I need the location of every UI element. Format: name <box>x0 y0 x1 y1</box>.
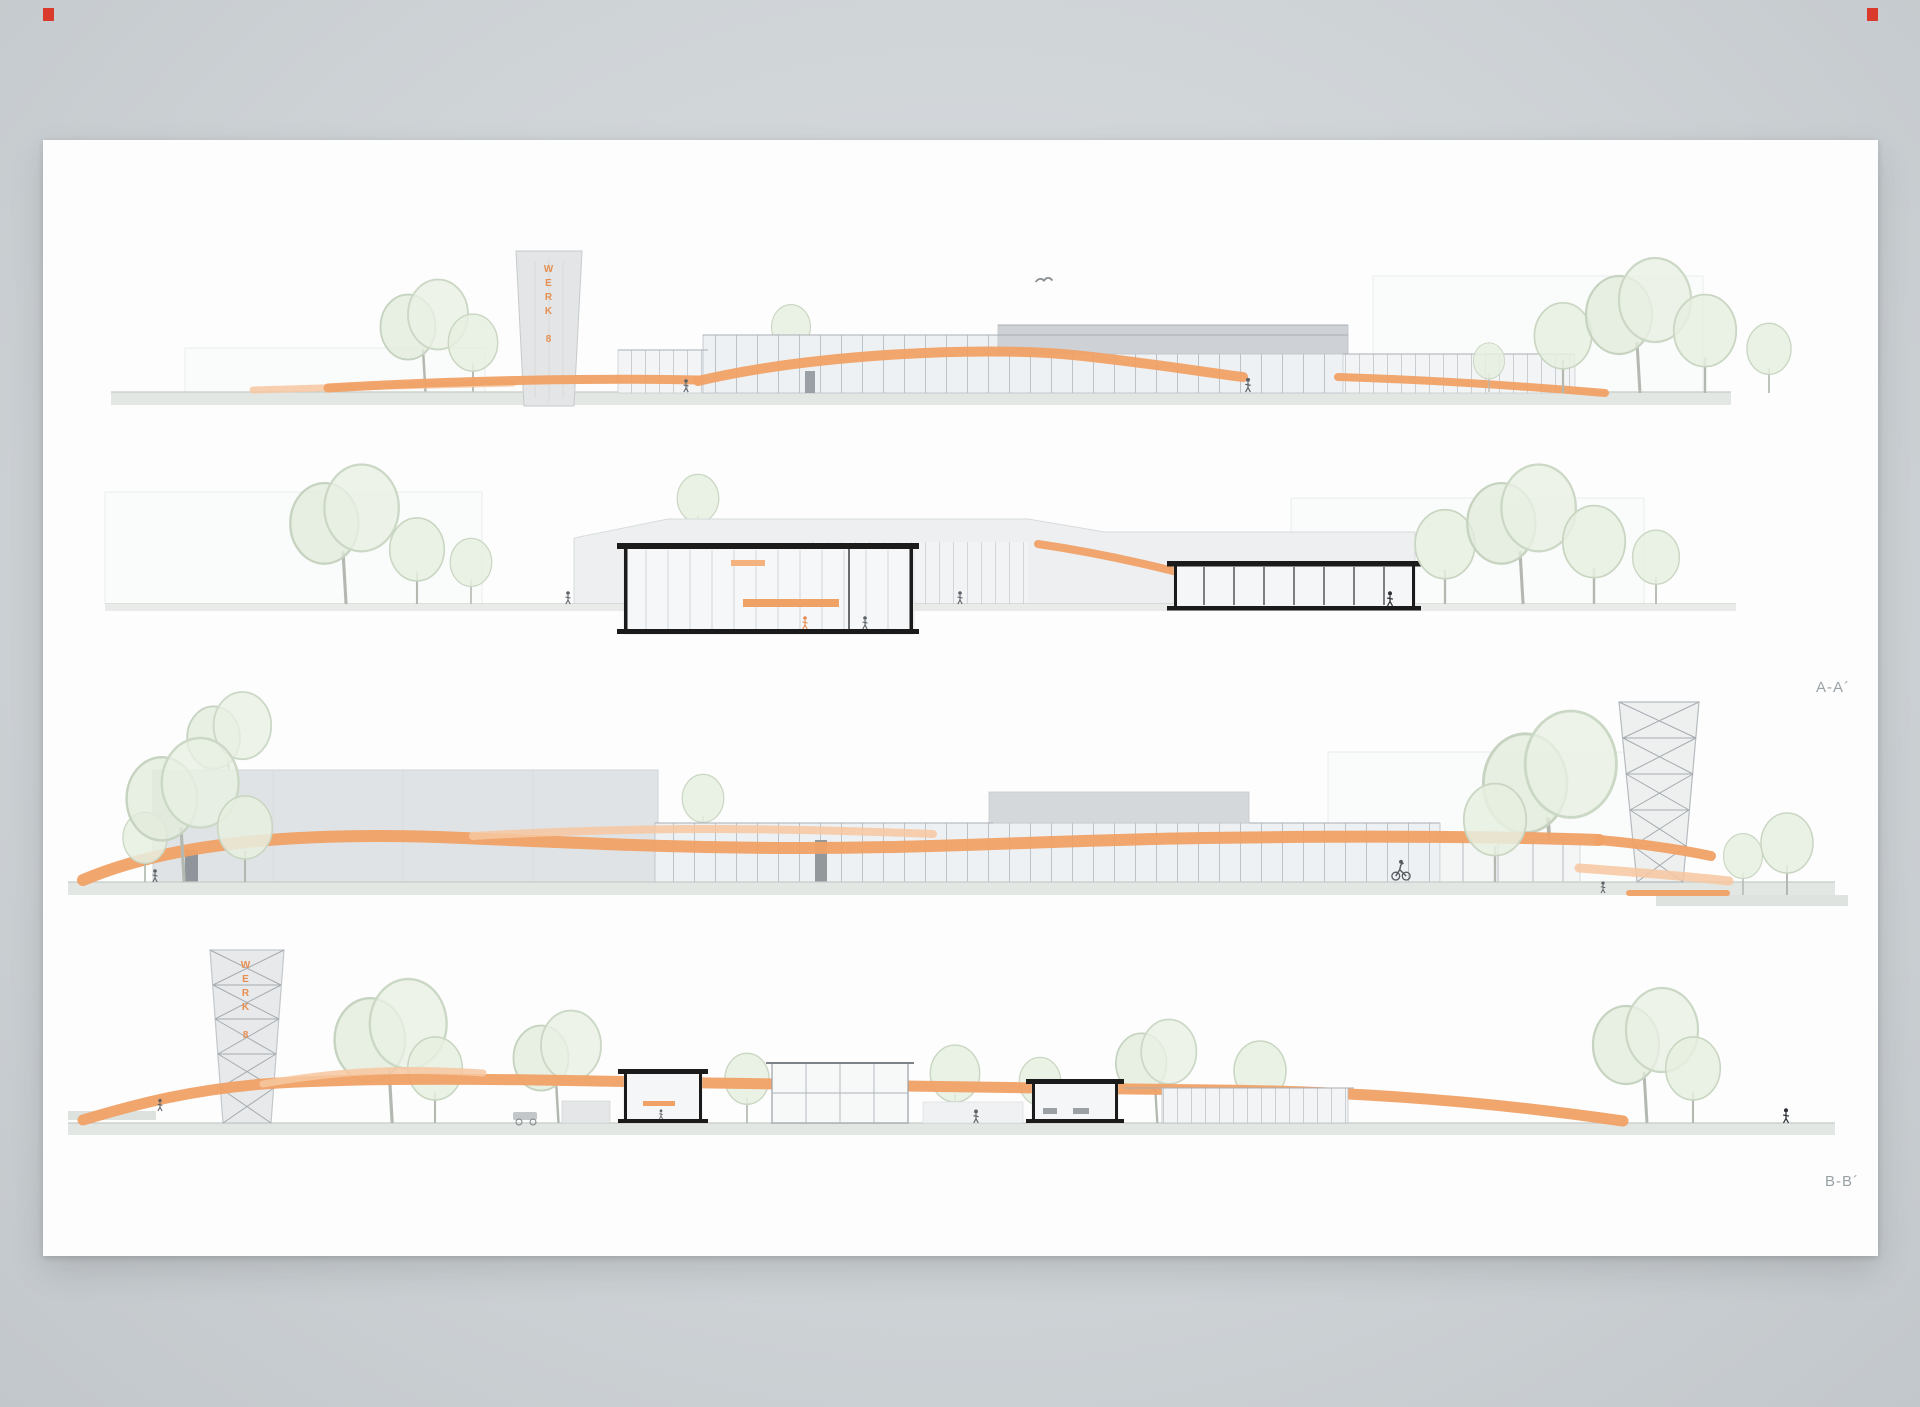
clerestory-band <box>988 791 1250 824</box>
cut-floor-slab <box>1167 606 1421 611</box>
entrance-door <box>805 371 815 393</box>
cut-floor-slab <box>617 629 919 634</box>
cut-wall <box>1174 566 1177 610</box>
ramp-band <box>693 346 1248 386</box>
cut-wall <box>699 1073 702 1123</box>
section-cut-small-a <box>618 1069 708 1124</box>
ramp-band <box>77 829 1605 886</box>
section-label-aa: A-A´ <box>1816 679 1850 696</box>
cut-wall <box>1412 566 1415 610</box>
ramp-band <box>323 374 703 393</box>
ground-strip <box>111 392 1731 405</box>
gokart-wheel <box>529 1118 537 1126</box>
colonnade-columns <box>1462 840 1564 882</box>
section-interior <box>623 547 915 635</box>
tower-lattice-bracing <box>209 949 285 1124</box>
section-cut-pavilion <box>1167 561 1421 611</box>
cut-wall <box>1032 1083 1035 1123</box>
drawing-section-bb: B-B´ <box>68 949 1859 1190</box>
tree-icon <box>1664 1035 1722 1125</box>
glazed-facade <box>617 349 709 394</box>
glazed-pavilion <box>766 1062 914 1124</box>
tree-icon <box>1746 322 1792 394</box>
entrance-door <box>185 850 198 882</box>
mezzanine-slab-orange <box>643 1101 675 1106</box>
section-interior <box>623 1072 703 1124</box>
red-corner-marker-left <box>43 8 54 21</box>
cut-wall <box>909 548 913 634</box>
section-cut-small-b <box>1026 1079 1124 1124</box>
person-figure-icon <box>1782 1107 1790 1124</box>
ramp-band <box>259 1067 487 1088</box>
low-wall <box>561 1100 611 1124</box>
ramp-band <box>1574 863 1734 886</box>
tower-signage-text: WERK 8 <box>543 264 554 348</box>
cut-floor-slab <box>1026 1119 1124 1123</box>
drawing-elevation-front <box>111 250 1792 407</box>
section-cut-hall <box>617 543 919 635</box>
tower-signage-text: WERK 8 <box>240 960 251 1044</box>
glazed-facade <box>1161 1087 1349 1124</box>
cut-roof-slab <box>618 1069 708 1074</box>
cut-floor-slab <box>618 1119 708 1123</box>
interior-columns <box>1203 567 1385 605</box>
roof-line <box>618 324 1575 355</box>
ramp-slab-orange <box>731 560 765 566</box>
person-figure-icon <box>564 590 572 605</box>
tower-lattice-bracing <box>1618 701 1700 883</box>
cut-wall <box>624 548 628 634</box>
ramp-band <box>469 825 937 840</box>
drawing-elevation-rear <box>68 690 1848 906</box>
glazing-mullions <box>645 550 889 632</box>
drawing-sheet: A-A´ <box>43 140 1878 1256</box>
mezzanine-slab-orange <box>743 599 839 607</box>
person-figure-icon <box>157 1098 163 1112</box>
cut-wall <box>624 1073 627 1123</box>
ground-strip <box>105 604 1736 611</box>
red-corner-marker-right <box>1867 8 1878 21</box>
ground-strip <box>68 882 1835 895</box>
ramp-band <box>1034 540 1185 577</box>
ground-strip <box>68 1123 1835 1135</box>
ground-strip-lower <box>1656 895 1848 906</box>
ramp-band <box>77 1073 1629 1127</box>
cut-wall <box>1115 1083 1118 1123</box>
section-interior <box>1031 1082 1119 1124</box>
ramp-band <box>1334 373 1609 397</box>
bird-icon <box>1034 276 1054 283</box>
interior-furniture <box>1043 1108 1057 1114</box>
cut-roof-slab <box>1167 561 1421 567</box>
architecture-drawings-svg: A-A´ <box>68 250 1859 1190</box>
cut-roof-slab <box>617 543 919 549</box>
gokart-wheel <box>515 1118 523 1126</box>
cut-roof-slab <box>1026 1079 1124 1084</box>
drawing-section-aa: A-A´ <box>104 462 1850 696</box>
ramp-band <box>1594 835 1716 861</box>
section-label-bb: B-B´ <box>1825 1173 1859 1190</box>
low-glazing <box>922 1101 1024 1124</box>
glazing-mullions <box>772 1063 908 1123</box>
gokart <box>513 1112 537 1120</box>
interior-furniture <box>1073 1108 1089 1114</box>
